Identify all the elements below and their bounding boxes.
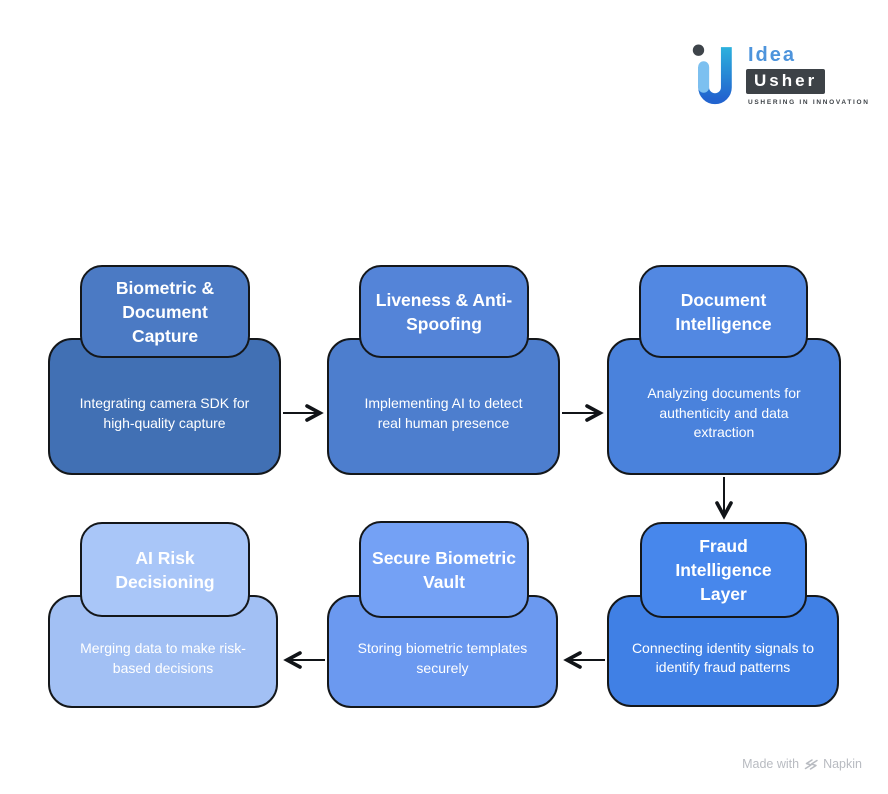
logo-brand-usher: Usher	[746, 69, 826, 94]
node-title-biometric-document-capture: Biometric & Document Capture	[80, 265, 250, 358]
logo-tagline: USHERING IN INNOVATION	[748, 99, 870, 106]
node-description-liveness-anti-spoofing: Implementing AI to detect real human pre…	[327, 338, 560, 475]
napkin-attribution[interactable]: Made with Napkin	[742, 757, 862, 771]
node-title-fraud-intelligence-layer: Fraud Intelligence Layer	[640, 522, 807, 618]
node-title-document-intelligence: Document Intelligence	[639, 265, 808, 358]
logo-brand-idea: Idea	[748, 44, 797, 66]
idea-usher-mark-icon	[692, 44, 732, 105]
logo-text: Idea Usher USHERING IN INNOVATION	[746, 44, 870, 110]
node-title-secure-biometric-vault: Secure Biometric Vault	[359, 521, 529, 618]
napkin-brand-label: Napkin	[823, 757, 862, 771]
napkin-logo-icon	[804, 758, 818, 770]
node-title-liveness-anti-spoofing: Liveness & Anti-Spoofing	[359, 265, 529, 358]
node-description-document-intelligence: Analyzing documents for authenticity and…	[607, 338, 841, 475]
node-description-biometric-document-capture: Integrating camera SDK for high-quality …	[48, 338, 281, 475]
idea-usher-logo: Idea Usher USHERING IN INNOVATION	[690, 44, 868, 110]
node-title-ai-risk-decisioning: AI Risk Decisioning	[80, 522, 250, 617]
made-with-label: Made with	[742, 757, 800, 771]
logo-dot	[692, 44, 705, 56]
